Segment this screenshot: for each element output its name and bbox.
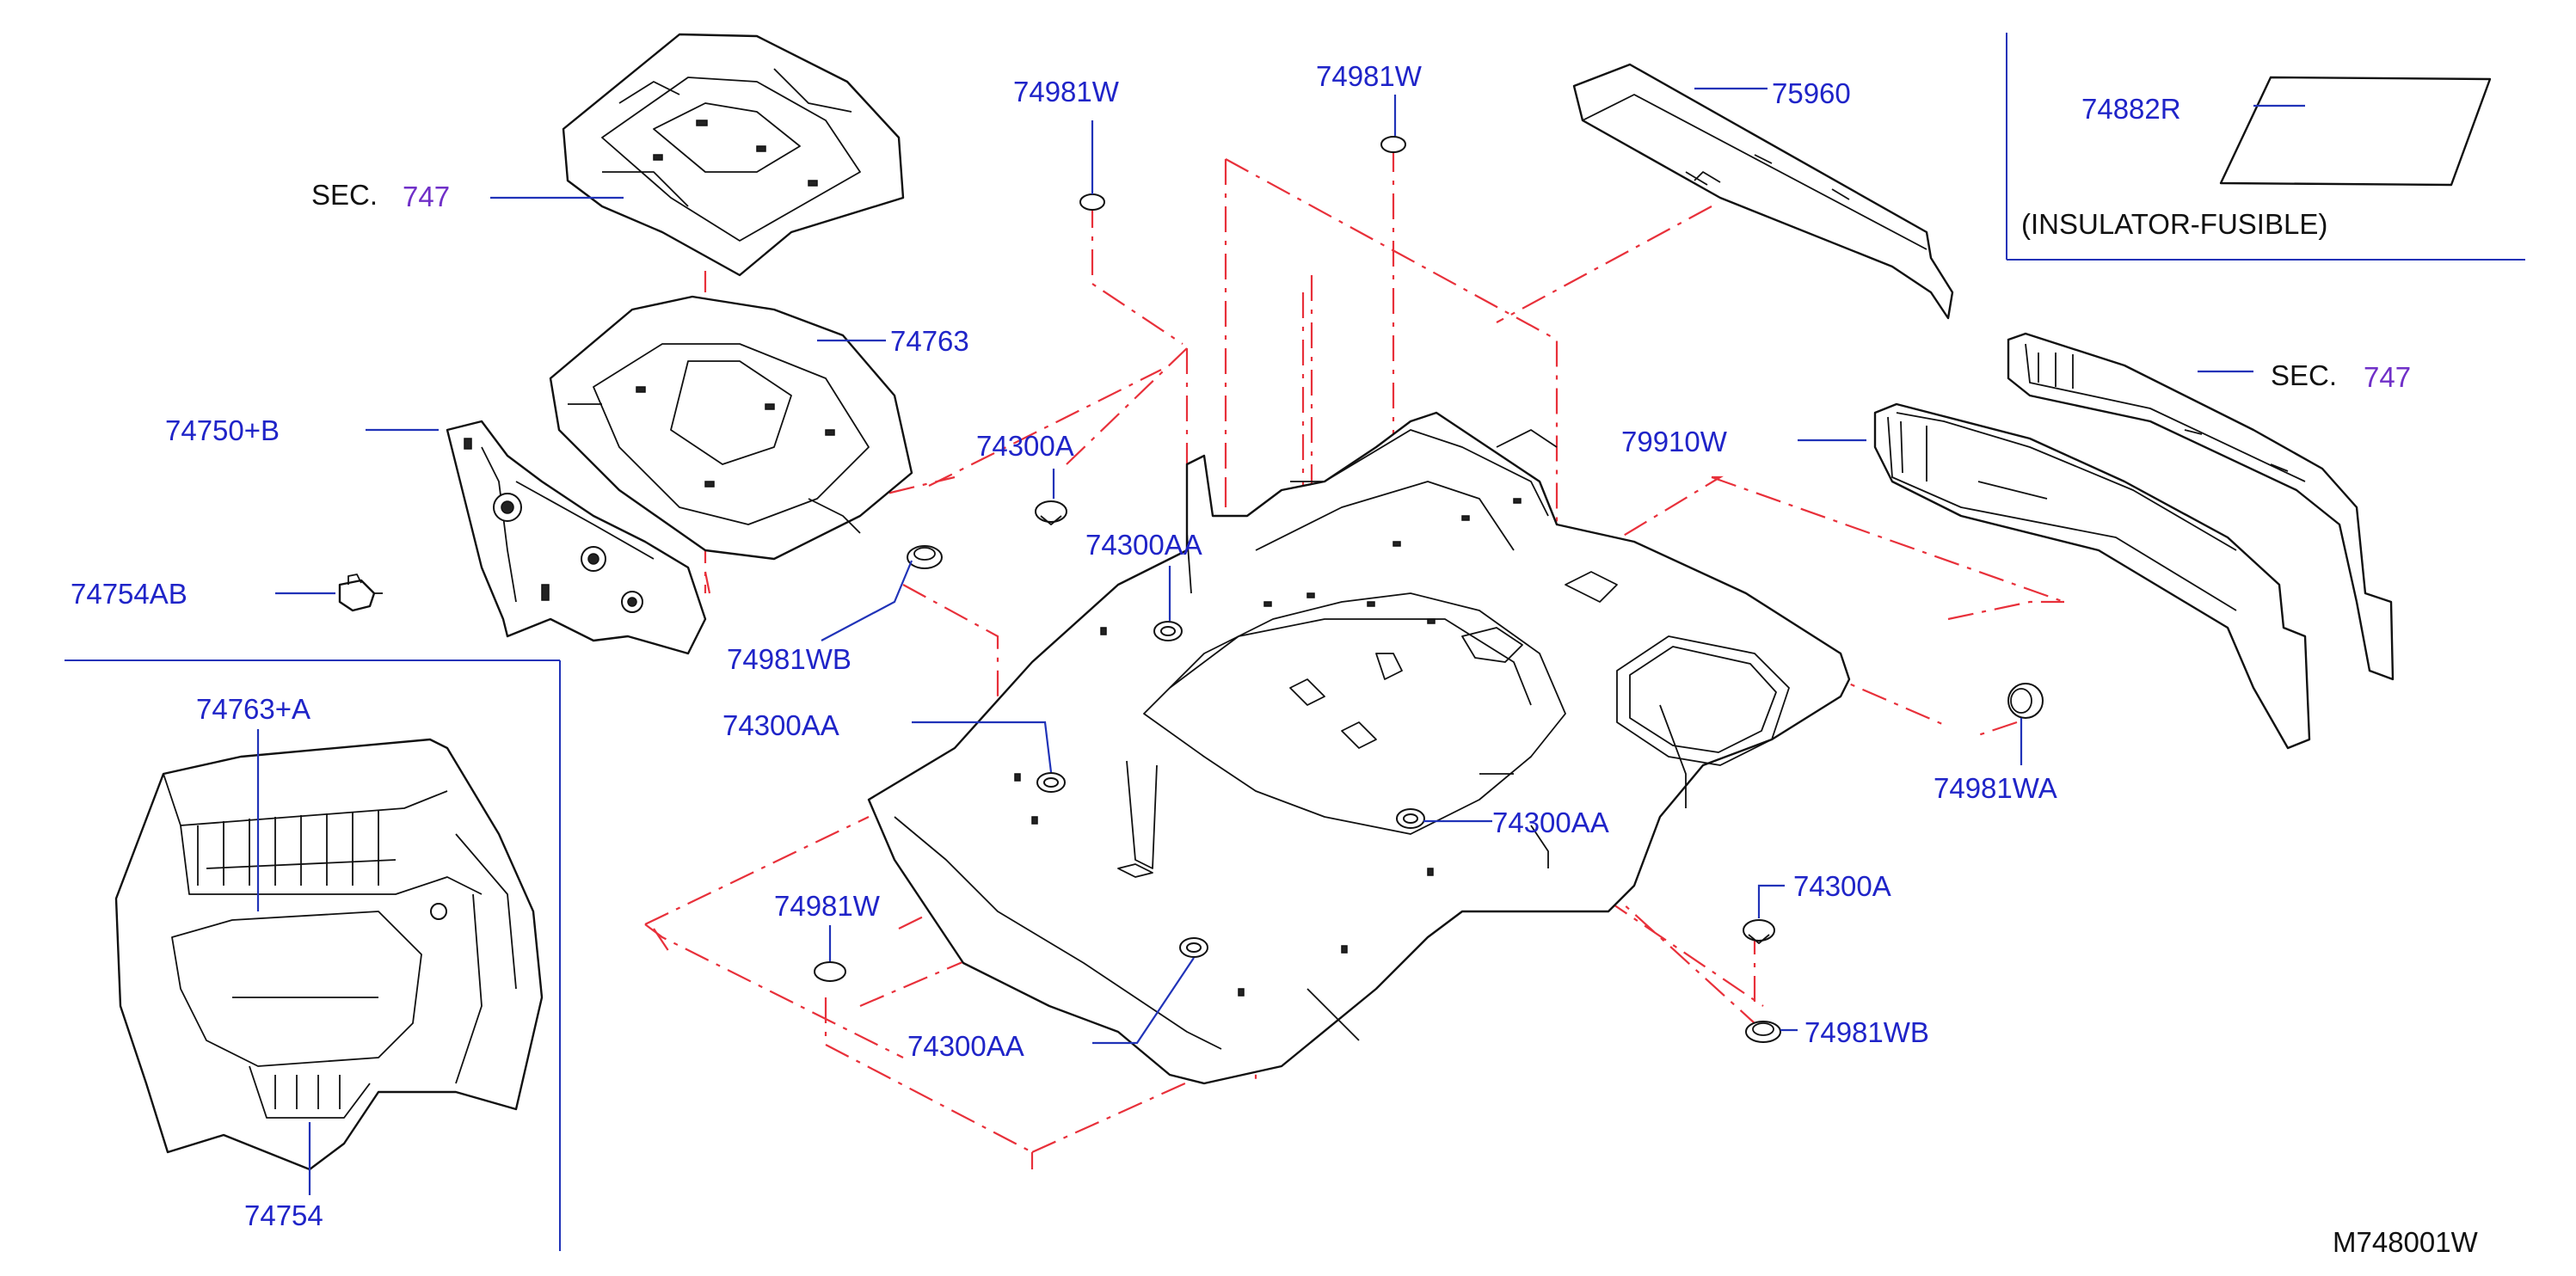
- grommet-74300a-right: [1743, 919, 1775, 944]
- label-79910w: 79910W: [1621, 426, 1728, 457]
- grommet-74981w-top-mid: [1380, 136, 1406, 153]
- leader-lines: [256, 87, 2305, 1195]
- label-sec-right: SEC.: [2271, 359, 2337, 391]
- label-sec-top: SEC.: [311, 179, 378, 211]
- label-74981w-bottom: 74981W: [774, 890, 881, 922]
- label-74763: 74763: [890, 325, 969, 357]
- floor-insulator-74763: [549, 295, 913, 561]
- diagram-code: M748001W: [2333, 1226, 2479, 1258]
- label-74981w-top-left: 74981W: [1013, 76, 1120, 107]
- label-74750b: 74750+B: [165, 414, 280, 446]
- label-74300aa-mid: 74300AA: [722, 709, 839, 741]
- grommet-74981w-top-left: [1079, 193, 1105, 211]
- label-74300aa-bottom: 74300AA: [907, 1030, 1024, 1062]
- label-sec-top-num: 747: [403, 181, 450, 212]
- label-74981w-top-mid: 74981W: [1316, 60, 1423, 92]
- inset-frame-insulator: [2006, 33, 2525, 261]
- grommet-74981w-bottom: [814, 961, 846, 982]
- label-74300a-right: 74300A: [1793, 870, 1891, 902]
- part-labels: SEC. 747 74763 74750+B 74754AB 74763+A 7…: [71, 60, 2479, 1258]
- label-74300aa-top: 74300AA: [1085, 529, 1202, 561]
- clip-74754ab: [338, 574, 383, 612]
- right-insulator-sec747: [2007, 332, 2395, 681]
- label-74300a-left: 74300A: [976, 430, 1074, 462]
- insulator-strip-75960: [1572, 63, 1954, 320]
- label-74763a: 74763+A: [196, 693, 310, 725]
- label-74300aa-right: 74300AA: [1492, 807, 1609, 838]
- grommet-74300a-left: [1035, 500, 1067, 525]
- rear-panel-74750b: [446, 420, 707, 655]
- grommet-74300aa-right: [1396, 808, 1425, 829]
- rear-floor-insulator-74763a: [114, 738, 544, 1171]
- label-74882r: 74882R: [2081, 93, 2181, 125]
- label-74981wa: 74981WA: [1934, 772, 2057, 804]
- label-74981wb-right: 74981WB: [1804, 1016, 1929, 1048]
- label-74754: 74754: [244, 1199, 323, 1231]
- side-insulator-79910w: [1873, 402, 2311, 750]
- grommets: [814, 136, 2044, 1043]
- grommet-74981wa: [2007, 683, 2044, 719]
- label-insulator-fusible: (INSULATOR-FUSIBLE): [2021, 208, 2327, 240]
- grommet-74300aa-mid: [1036, 772, 1066, 793]
- grommet-74300aa-bottom: [1179, 937, 1208, 958]
- grommet-74300aa-top: [1153, 621, 1183, 641]
- label-74981wb-left: 74981WB: [727, 643, 851, 675]
- fusible-insulator-74882r: [2219, 76, 2492, 187]
- label-sec-right-num: 747: [2364, 361, 2411, 393]
- inset-frame-74763a: [65, 659, 561, 1251]
- main-floor-panel: [867, 411, 1851, 1085]
- label-74754ab: 74754AB: [71, 578, 188, 610]
- label-75960: 75960: [1772, 77, 1851, 109]
- grommet-74981wb-left: [907, 545, 943, 569]
- upper-floor-insulator-sec747: [562, 33, 905, 277]
- grommet-74981wb-right: [1745, 1021, 1781, 1043]
